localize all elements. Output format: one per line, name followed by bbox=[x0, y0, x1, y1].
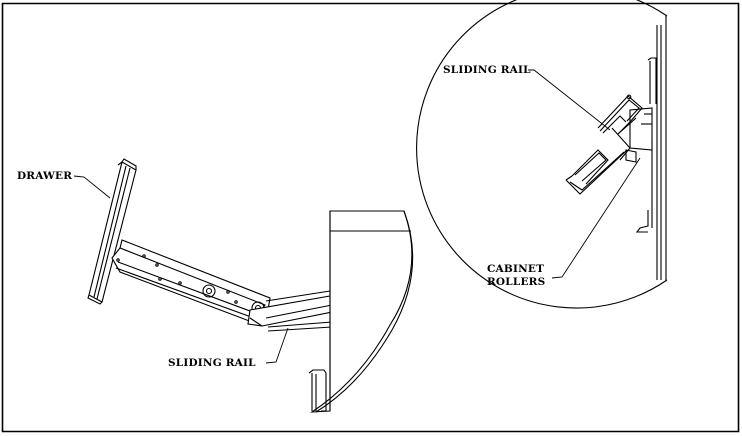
detail-circle-arc bbox=[417, 0, 667, 308]
drawer-assembly bbox=[88, 159, 413, 412]
drawer-roller-hub bbox=[207, 289, 212, 294]
sliding-rail-leader-line bbox=[266, 328, 288, 363]
rail-hole bbox=[159, 278, 161, 280]
detail-cabinet-wall bbox=[637, 16, 666, 280]
diagram-border bbox=[3, 4, 739, 432]
drawer-roller bbox=[203, 285, 215, 297]
leader-lines-right bbox=[528, 70, 640, 278]
cabinet-rollers-label-line1: CABINET bbox=[487, 263, 545, 275]
detail-rail-dot bbox=[627, 95, 631, 99]
detail-sliding-rail-leader-line bbox=[528, 70, 610, 130]
cabinet-side bbox=[309, 211, 413, 412]
sliding-rail-label: SLIDING RAIL bbox=[168, 357, 256, 369]
rail-hole bbox=[179, 282, 181, 284]
cabinet-sliding-rail bbox=[248, 291, 332, 331]
rail-hole bbox=[156, 264, 158, 266]
cabinet-rollers-leader-line bbox=[552, 158, 640, 278]
drawer-front-panel bbox=[88, 159, 136, 304]
rail-hole bbox=[227, 291, 229, 293]
rail-hole bbox=[235, 301, 237, 303]
detail-roller-bracket bbox=[626, 108, 652, 162]
drawer-leader-line bbox=[74, 176, 110, 198]
detail-sliding-rail bbox=[566, 95, 642, 194]
rail-hole bbox=[143, 255, 145, 257]
drawer-side-member bbox=[112, 240, 270, 322]
leader-lines-left bbox=[74, 176, 288, 363]
cabinet-rollers-label-line2: ROLLERS bbox=[487, 276, 546, 288]
rail-hole bbox=[117, 259, 119, 261]
detail-sliding-rail-label: SLIDING RAIL bbox=[443, 64, 531, 76]
drawer-label: DRAWER bbox=[17, 170, 73, 182]
detail-view bbox=[417, 0, 667, 308]
